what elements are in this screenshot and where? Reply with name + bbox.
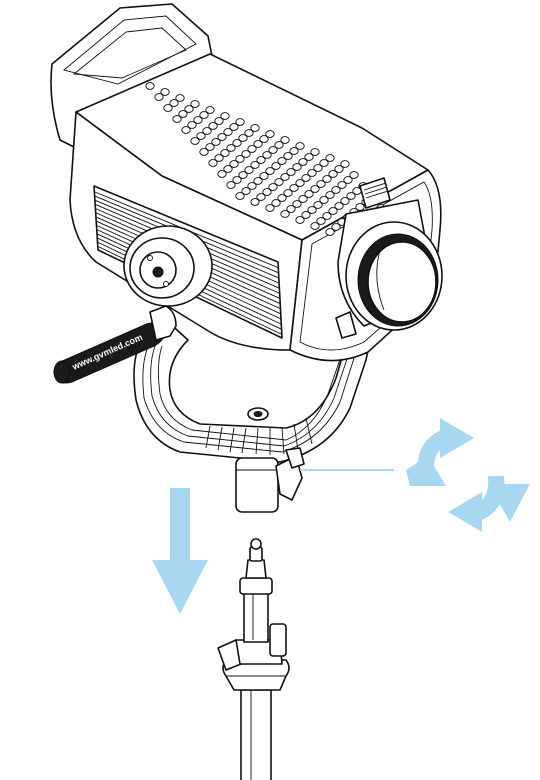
spigot-receiver [235,447,305,513]
down-arrow-icon [152,488,208,614]
yoke-bracket [133,319,373,463]
light-body [50,3,443,362]
light-stand [217,538,290,780]
tilt-knob [123,225,213,307]
rotate-arrows-icon [406,418,530,532]
lens-mount [335,177,443,339]
